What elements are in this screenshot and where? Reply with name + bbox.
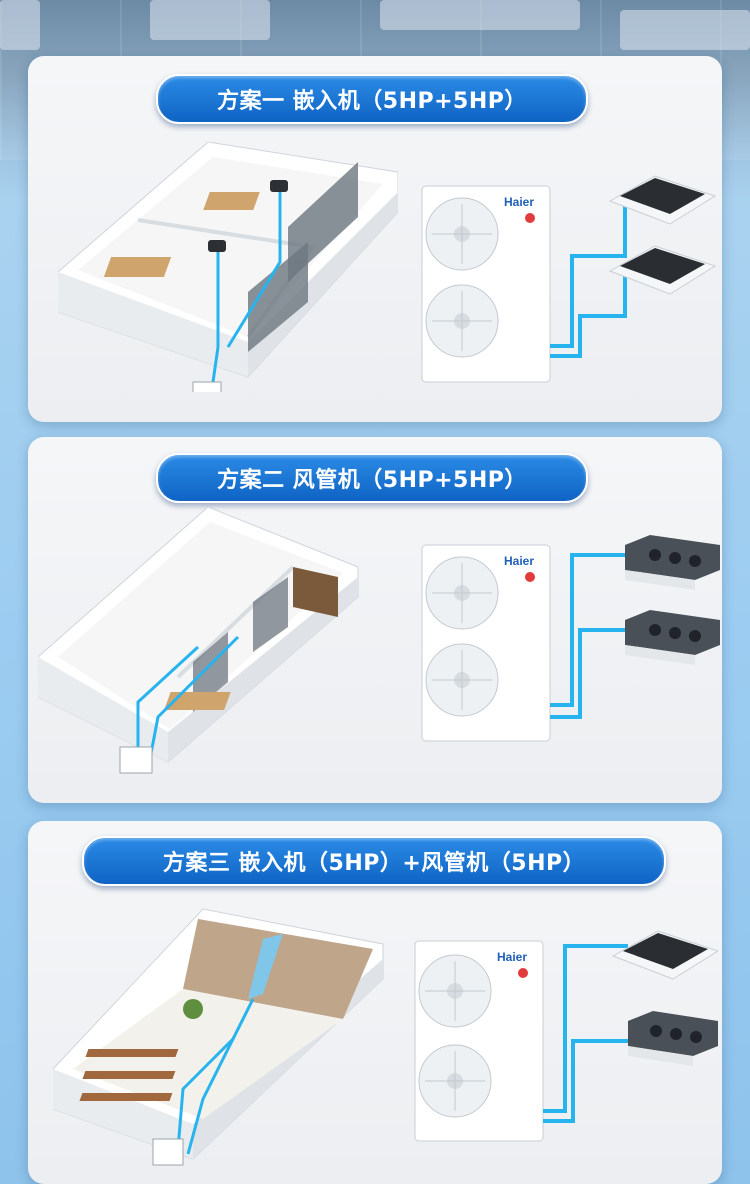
plan-card-3: 方案三 嵌入机（5HP）+风管机（5HP） [28, 821, 722, 1184]
plan-1-title: 方案一 嵌入机（5HP+5HP） [156, 74, 588, 124]
plan-card-2: 方案二 风管机（5HP+5HP） [28, 437, 722, 803]
plan-2-brand-logo: Haier [504, 554, 534, 568]
plan-1-brand-logo: Haier [504, 195, 534, 209]
plan-2-title: 方案二 风管机（5HP+5HP） [156, 453, 588, 503]
plan-3-building-illustration [53, 899, 393, 1184]
plan-3-brand-logo: Haier [497, 950, 527, 964]
plan-2-building-illustration [38, 507, 398, 777]
plan-3-title: 方案三 嵌入机（5HP）+风管机（5HP） [82, 836, 666, 886]
plan-1-ac-system: Haier [420, 166, 720, 396]
plan-card-1: 方案一 嵌入机（5HP+5HP） [28, 56, 722, 422]
plan-1-building-illustration [58, 142, 398, 392]
plan-3-ac-system: Haier [413, 921, 718, 1161]
plan-2-ac-system: Haier [420, 535, 720, 765]
